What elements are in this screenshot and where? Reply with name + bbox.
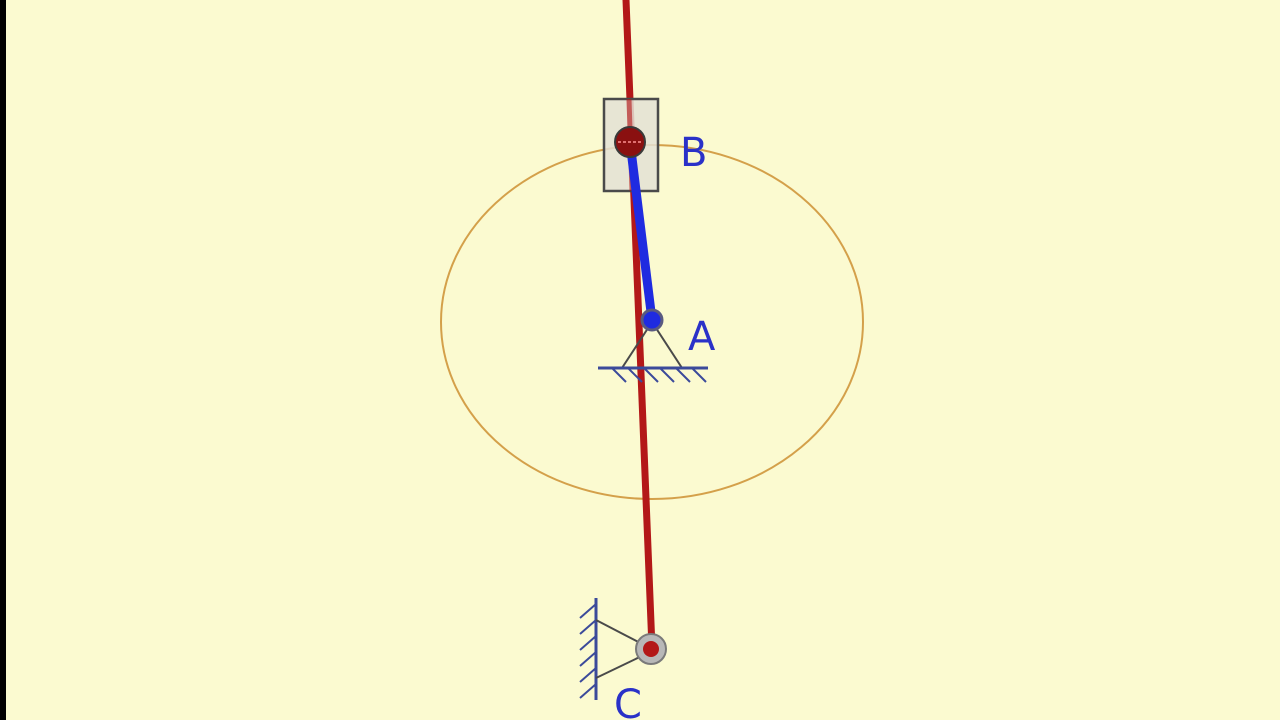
ground-support-c bbox=[579, 598, 647, 700]
ground-support-a bbox=[598, 320, 708, 383]
joint-a bbox=[640, 308, 664, 332]
label-c: C bbox=[614, 682, 642, 720]
window-left-edge bbox=[0, 0, 6, 720]
joint-c-inner bbox=[643, 641, 659, 657]
label-a: A bbox=[688, 314, 716, 360]
label-b: B bbox=[680, 130, 707, 176]
crank-link-ab bbox=[625, 137, 657, 325]
